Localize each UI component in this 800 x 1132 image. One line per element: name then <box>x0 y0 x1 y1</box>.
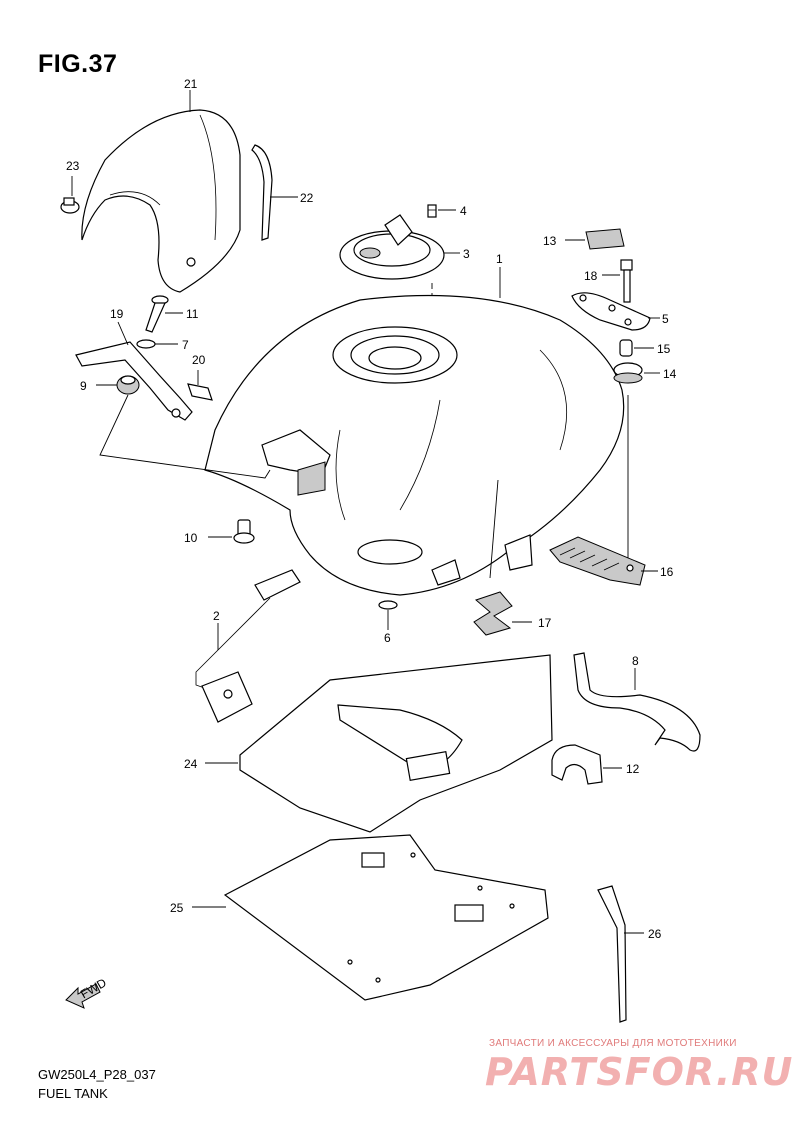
fwd-arrow: FWD <box>65 975 109 1009</box>
part-22-strip[interactable] <box>251 144 273 241</box>
part-12-clamp[interactable] <box>551 744 603 785</box>
callout-26: 26 <box>648 927 662 941</box>
part-10-drain-fitting[interactable] <box>233 519 255 544</box>
part-7-washer[interactable] <box>136 339 156 349</box>
part-9-grommet[interactable] <box>116 375 140 395</box>
part-25-insulator-sheet[interactable] <box>223 834 549 1001</box>
part-23-screw[interactable] <box>60 197 80 214</box>
callout-14: 14 <box>663 367 677 381</box>
callout-10: 10 <box>184 531 198 545</box>
callout-17: 17 <box>538 616 552 630</box>
figure-title: FIG.37 <box>38 50 118 78</box>
part-8-hose[interactable] <box>573 652 701 752</box>
callout-19: 19 <box>110 307 124 321</box>
callout-1: 1 <box>496 252 503 266</box>
part-26-cable-tie[interactable] <box>597 885 627 1023</box>
part-15-collar[interactable] <box>619 339 633 357</box>
part-14-cushion[interactable] <box>613 362 643 384</box>
callout-3: 3 <box>463 247 470 261</box>
callout-15: 15 <box>657 342 671 356</box>
part-2-fuel-level-gauge[interactable] <box>195 569 301 723</box>
part-11-bolt[interactable] <box>145 295 169 333</box>
part-18-bolt[interactable] <box>620 259 633 303</box>
callout-16: 16 <box>660 565 674 579</box>
part-3-fuel-cap[interactable] <box>339 214 445 280</box>
part-13-pad[interactable] <box>585 228 625 250</box>
callout-25: 25 <box>170 901 184 915</box>
part-4-screw[interactable] <box>427 204 437 218</box>
part-6-o-ring[interactable] <box>378 600 398 610</box>
callout-6: 6 <box>384 631 391 645</box>
align-line-9 <box>99 394 271 479</box>
part-20-clip[interactable] <box>187 383 213 401</box>
leader-19 <box>117 321 129 346</box>
callout-18: 18 <box>584 269 598 283</box>
callout-2: 2 <box>213 609 220 623</box>
part-24-insulator-sheet[interactable] <box>239 654 553 833</box>
callout-20: 20 <box>192 353 206 367</box>
callout-7: 7 <box>182 338 189 352</box>
callout-11: 11 <box>186 307 199 321</box>
part-5-bracket[interactable] <box>571 292 651 331</box>
callout-24: 24 <box>184 757 198 771</box>
callout-4: 4 <box>460 204 467 218</box>
callout-23: 23 <box>66 159 80 173</box>
diagram-code: GW250L4_P28_037 <box>38 1067 156 1082</box>
watermark-tagline: ЗАПЧАСТИ И АКСЕССУАРЫ ДЛЯ МОТОТЕХНИКИ <box>489 1038 737 1049</box>
part-1-fuel-tank[interactable] <box>204 294 625 596</box>
part-19-bracket[interactable] <box>75 341 193 421</box>
part-17-emblem[interactable] <box>473 591 513 636</box>
diagram-name: FUEL TANK <box>38 1086 108 1101</box>
watermark-logo: PARTSFOR.RU <box>485 1050 794 1094</box>
part-16-rubber-cushion[interactable] <box>549 536 646 586</box>
callout-8: 8 <box>632 654 639 668</box>
callout-13: 13 <box>543 234 557 248</box>
callout-9: 9 <box>80 379 87 393</box>
align-line-1 <box>489 479 499 579</box>
callout-12: 12 <box>626 762 640 776</box>
callout-5: 5 <box>662 312 669 326</box>
callout-21: 21 <box>184 77 198 91</box>
part-21-tank-cover[interactable] <box>81 109 241 293</box>
callout-22: 22 <box>300 191 314 205</box>
fwd-label: FWD <box>78 975 109 1001</box>
